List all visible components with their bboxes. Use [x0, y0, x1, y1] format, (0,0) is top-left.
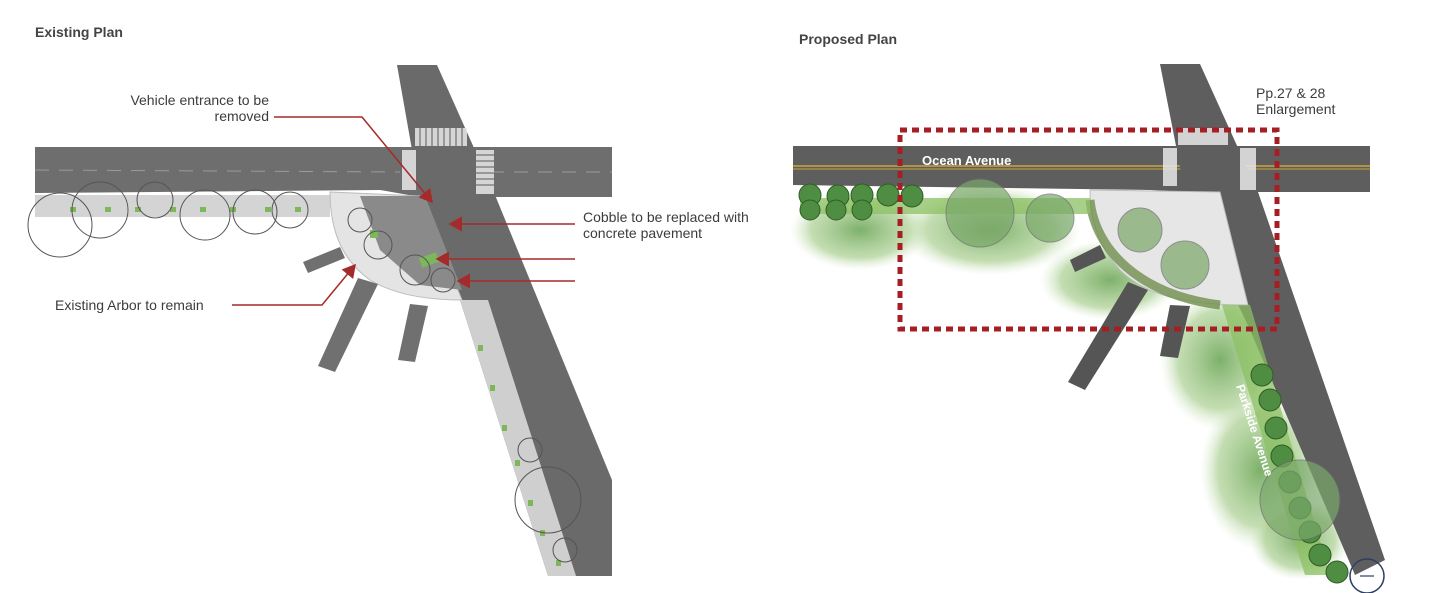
existing-trees: [27, 181, 582, 563]
existing-plan: [27, 65, 616, 580]
proposed-path-sw: [1068, 282, 1148, 390]
enlargement-note-line1: Pp.27 & 28: [1256, 85, 1326, 101]
arbor-callout: Existing Arbor to remain: [55, 297, 204, 313]
existing-path-south: [398, 304, 428, 362]
ocean-avenue-label: Ocean Avenue: [922, 153, 1011, 168]
existing-cobble-area: [360, 196, 462, 290]
existing-ocean-sidewalk: [35, 195, 330, 217]
vehicle-entrance-callout-line2: removed: [214, 108, 269, 124]
vehicle-entrance-callout: Vehicle entrance to be removed: [70, 92, 269, 124]
existing-path-sw: [318, 278, 378, 372]
existing-path-west: [303, 247, 345, 273]
cobble-callout-line1: Cobble to be replaced with: [583, 209, 749, 225]
existing-parkside-avenue-road: [397, 65, 612, 576]
vehicle-entrance-callout-arrow: [274, 116, 433, 204]
arbor-callout-arrow: [232, 263, 356, 306]
cobble-callout: Cobble to be replaced with concrete pave…: [583, 209, 783, 241]
enlargement-note: Pp.27 & 28 Enlargement: [1256, 85, 1335, 117]
vehicle-entrance-callout-line1: Vehicle entrance to be: [130, 92, 269, 108]
proposed-large-trees: [945, 178, 1341, 541]
proposed-plan: Ocean Avenue Parkside Avenue: [790, 64, 1385, 593]
north-arrow-icon: [1349, 558, 1385, 593]
proposed-plan-title: Proposed Plan: [799, 31, 898, 47]
cobble-callout-line2: concrete pavement: [583, 225, 703, 241]
existing-crosswalk-stripes: [419, 128, 494, 186]
proposed-curved-planting: [1085, 199, 1221, 310]
existing-parkside-sidewalk: [460, 300, 576, 576]
existing-plan-title: Existing Plan: [35, 24, 123, 40]
enlargement-note-line2: Enlargement: [1256, 101, 1336, 117]
proposed-path-west: [1070, 245, 1106, 272]
